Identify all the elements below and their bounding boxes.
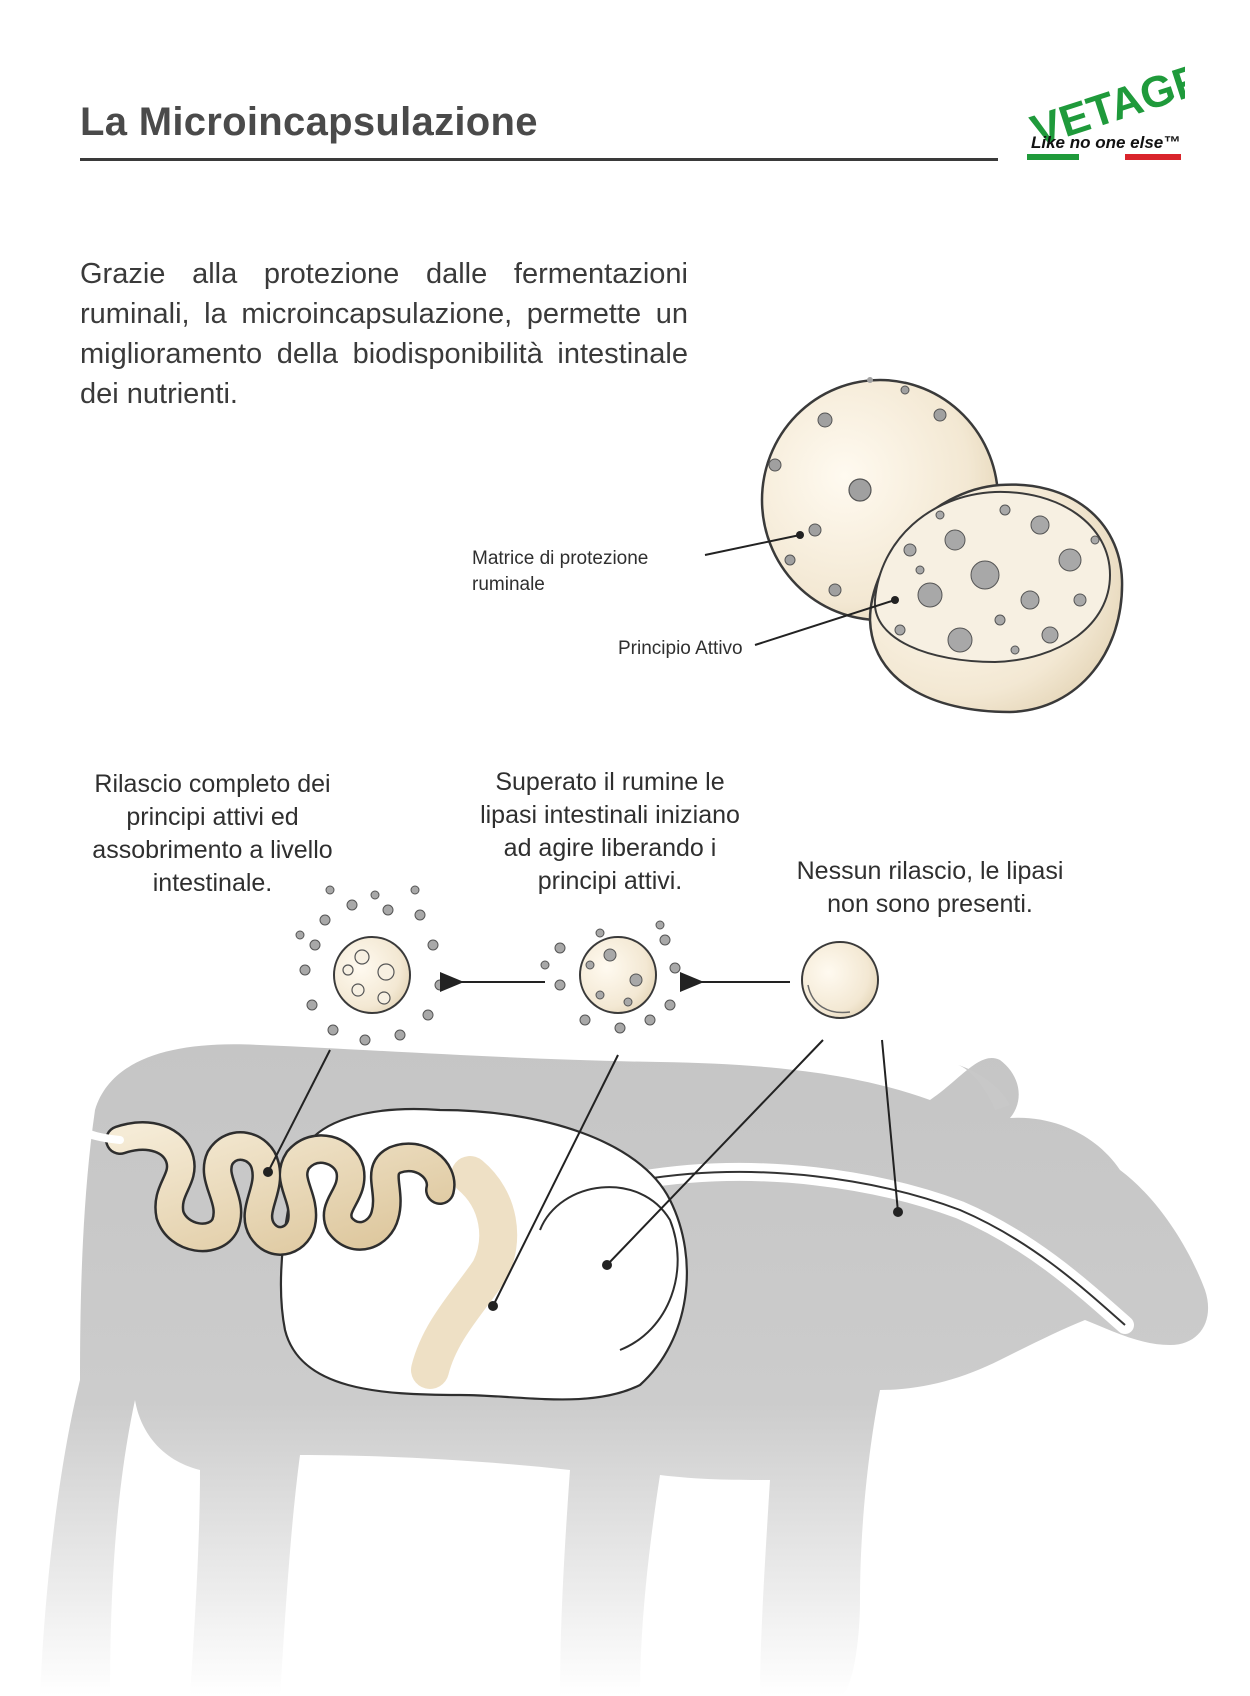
capsule-cut xyxy=(868,483,1124,714)
title-divider xyxy=(80,158,998,161)
capsule-partial xyxy=(540,920,681,1034)
matrix-leader xyxy=(704,534,801,556)
stage-text-lipase-action: Superato il rumine le lipasi intestinali… xyxy=(480,768,740,895)
capsule-intact xyxy=(801,941,879,1019)
stage3-leader-b xyxy=(881,1039,899,1213)
active-leader xyxy=(754,599,896,646)
stage-text-release-complete: Rilascio completo dei principi attivi ed… xyxy=(92,770,333,897)
stage1-leader xyxy=(267,1049,331,1173)
intro-paragraph: Grazie alla protezione dalle fermentazio… xyxy=(80,258,688,410)
svg-text:Like no one else™: Like no one else™ xyxy=(1031,133,1180,152)
stage3-leader-a xyxy=(606,1039,824,1266)
vetagro-logo: VETAGRO Like no one else™ xyxy=(1025,52,1185,160)
label-active-principle: Principio Attivo xyxy=(618,638,743,659)
stage2-leader xyxy=(492,1054,619,1307)
page-title: La Microincapsulazione xyxy=(80,100,538,144)
capsule-released xyxy=(295,885,446,1046)
stage-text-no-release: Nessun rilascio, le lipasi non sono pres… xyxy=(796,857,1064,918)
label-matrix: Matrice di protezione ruminale xyxy=(472,548,649,595)
